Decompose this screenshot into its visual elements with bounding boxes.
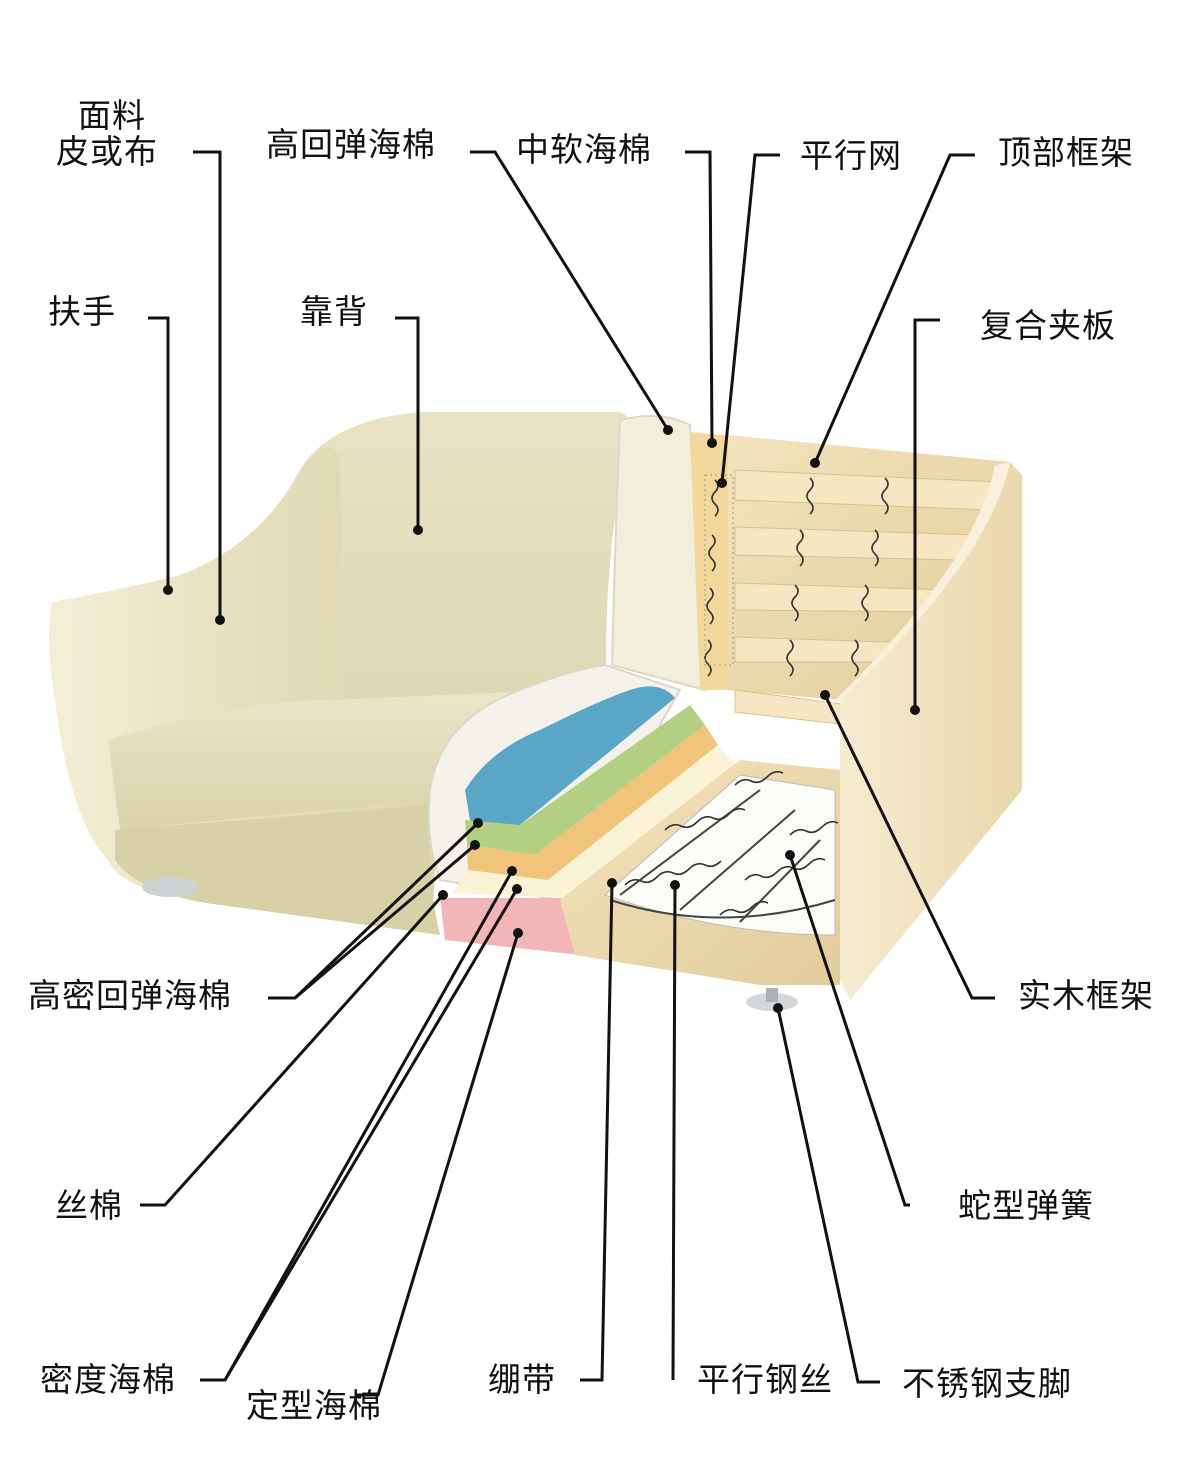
label-backrest: 靠背 — [300, 292, 368, 331]
back-springs — [704, 477, 889, 677]
label-armrest: 扶手 — [48, 292, 116, 331]
back-foam-strip — [690, 432, 730, 690]
layer-pink — [440, 898, 580, 955]
label-polyester-fiber: 丝棉 — [55, 1186, 123, 1225]
label-hr-foam: 高回弹海棉 — [266, 125, 436, 164]
layer-orange — [467, 725, 718, 880]
side-panel — [840, 462, 1022, 1000]
side-panel-edge — [830, 462, 1010, 705]
label-hd-hr-foam: 高密回弹海棉 — [28, 976, 232, 1015]
label-solid-wood-frame: 实木框架 — [1018, 976, 1154, 1015]
label-top-frame: 顶部框架 — [998, 133, 1134, 172]
label-webbing: 绷带 — [488, 1360, 556, 1399]
layer-cream — [452, 745, 735, 898]
label-plywood: 复合夹板 — [980, 306, 1116, 345]
label-fabric-line2: 皮或布 — [56, 132, 158, 171]
seat-springs — [624, 770, 839, 916]
seat-webbing-area — [604, 774, 836, 936]
label-density-foam: 密度海棉 — [40, 1360, 176, 1399]
label-fabric-line1: 面料 — [78, 96, 146, 135]
left-foot — [142, 877, 198, 897]
layer-green — [465, 705, 705, 855]
label-parallel-mesh: 平行网 — [800, 136, 902, 175]
back-cross-section-wrap — [610, 415, 707, 692]
leader-lines — [140, 150, 995, 1397]
seat-front-panel — [115, 805, 440, 935]
leader-dots — [163, 425, 920, 1013]
label-molded-foam: 定型海棉 — [246, 1386, 382, 1425]
label-mid-soft-foam: 中软海棉 — [516, 130, 652, 169]
label-serpentine-spring: 蛇型弹簧 — [958, 1186, 1094, 1225]
backrest-upholstery — [300, 412, 633, 740]
steel-leg — [746, 988, 798, 1011]
seat-surface — [108, 690, 560, 830]
parallel-mesh — [704, 474, 734, 666]
label-parallel-wire: 平行钢丝 — [697, 1360, 833, 1399]
layer-blue — [465, 686, 675, 827]
label-steel-leg: 不锈钢支脚 — [902, 1364, 1072, 1403]
